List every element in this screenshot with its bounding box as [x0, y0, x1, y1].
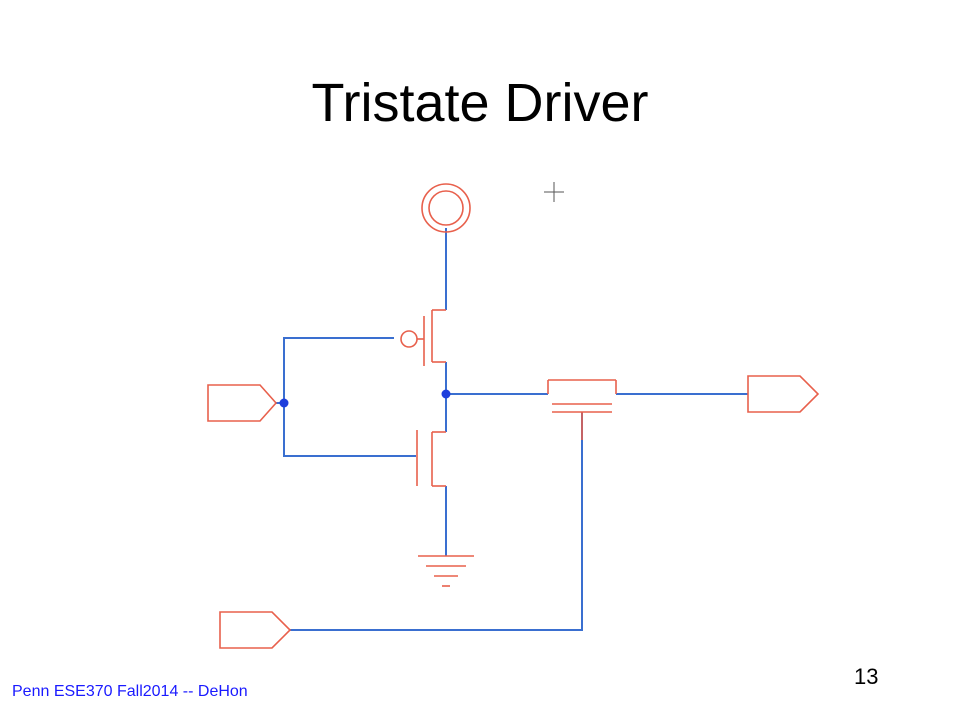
- junction-dot-output: [441, 389, 451, 399]
- enable-port-icon: [219, 611, 292, 649]
- wire-enable: [290, 412, 583, 631]
- footer-text: Penn ESE370 Fall2014 -- DeHon: [12, 683, 248, 700]
- wires: [276, 228, 748, 631]
- pmos-transistor-icon: [400, 309, 446, 366]
- page-number: 13: [854, 664, 879, 689]
- input-port-icon: [207, 384, 278, 422]
- slide-title: Tristate Driver: [311, 73, 649, 133]
- wire-input-net: [283, 337, 416, 457]
- output-port-icon: [747, 375, 820, 413]
- vdd-supply-icon: [421, 183, 471, 233]
- ground-icon: [418, 555, 474, 587]
- nmos-transistor-icon: [416, 430, 446, 487]
- pass-gate-transistor-icon: [547, 379, 617, 440]
- cursor-crosshair-icon: [544, 182, 564, 202]
- junction-dot-input: [279, 398, 289, 408]
